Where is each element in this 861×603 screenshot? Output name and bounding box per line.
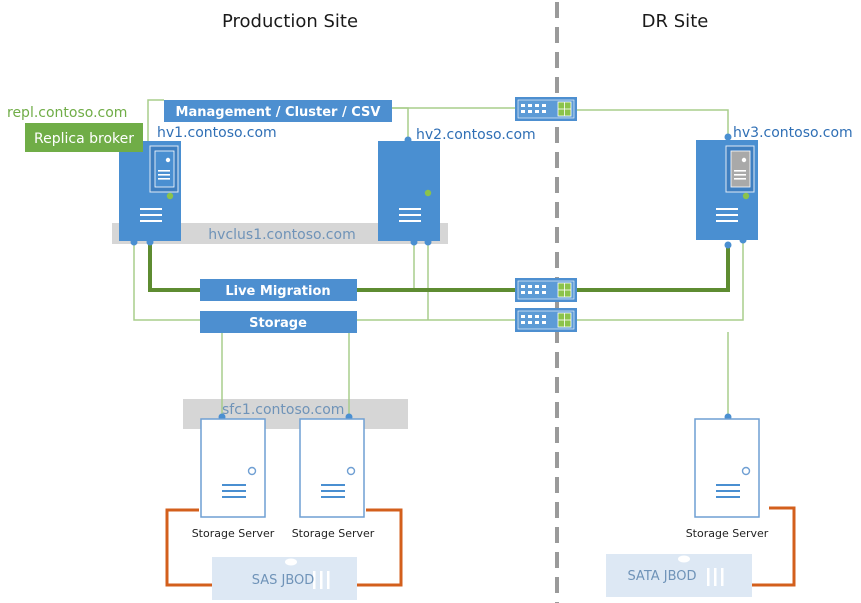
sas-cables <box>165 506 796 587</box>
storage-server-label: Storage Server <box>192 527 275 540</box>
storage-server-icon <box>694 418 760 518</box>
svg-text:Live Migration: Live Migration <box>225 284 330 299</box>
storage-server-icon <box>200 418 266 518</box>
sas-jbod-label: SAS JBOD <box>252 573 315 588</box>
production-site-title: Production Site <box>222 11 358 32</box>
repl-host-label: repl.contoso.com <box>7 105 127 121</box>
sas-jbod-icon <box>212 557 357 600</box>
storage-server-label: Storage Server <box>686 527 769 540</box>
management-network-bar: Management / Cluster / CSV <box>164 100 392 122</box>
hv2-server-icon <box>378 141 440 241</box>
switch-icon <box>515 308 577 332</box>
storage-network-bar: Storage <box>200 311 357 333</box>
hv1-server-icon <box>119 141 181 241</box>
hv1-host-label: hv1.contoso.com <box>157 125 277 141</box>
live-migration-links <box>148 242 730 292</box>
storage-server-icon <box>299 418 365 518</box>
replica-broker-badge: Replica broker <box>25 123 143 152</box>
hv2-host-label: hv2.contoso.com <box>416 127 536 143</box>
sata-jbod-label: SATA JBOD <box>627 569 696 584</box>
sata-jbod-icon <box>606 554 752 597</box>
hv3-server-icon <box>696 140 758 240</box>
live-migration-network-bar: Live Migration <box>200 279 357 301</box>
hv3-host-label: hv3.contoso.com <box>733 125 853 141</box>
sfc1-label: sfc1.contoso.com <box>222 402 344 418</box>
hvclus1-band <box>112 223 448 244</box>
svg-text:Storage: Storage <box>249 316 307 331</box>
storage-server-label: Storage Server <box>292 527 375 540</box>
dr-site-title: DR Site <box>642 11 709 32</box>
switch-icon <box>515 97 577 121</box>
network-links <box>133 99 744 417</box>
switch-icon <box>515 278 577 302</box>
svg-text:Management / Cluster / CSV: Management / Cluster / CSV <box>176 105 381 120</box>
svg-text:Replica broker: Replica broker <box>34 131 134 147</box>
hvclus1-label: hvclus1.contoso.com <box>208 227 355 243</box>
